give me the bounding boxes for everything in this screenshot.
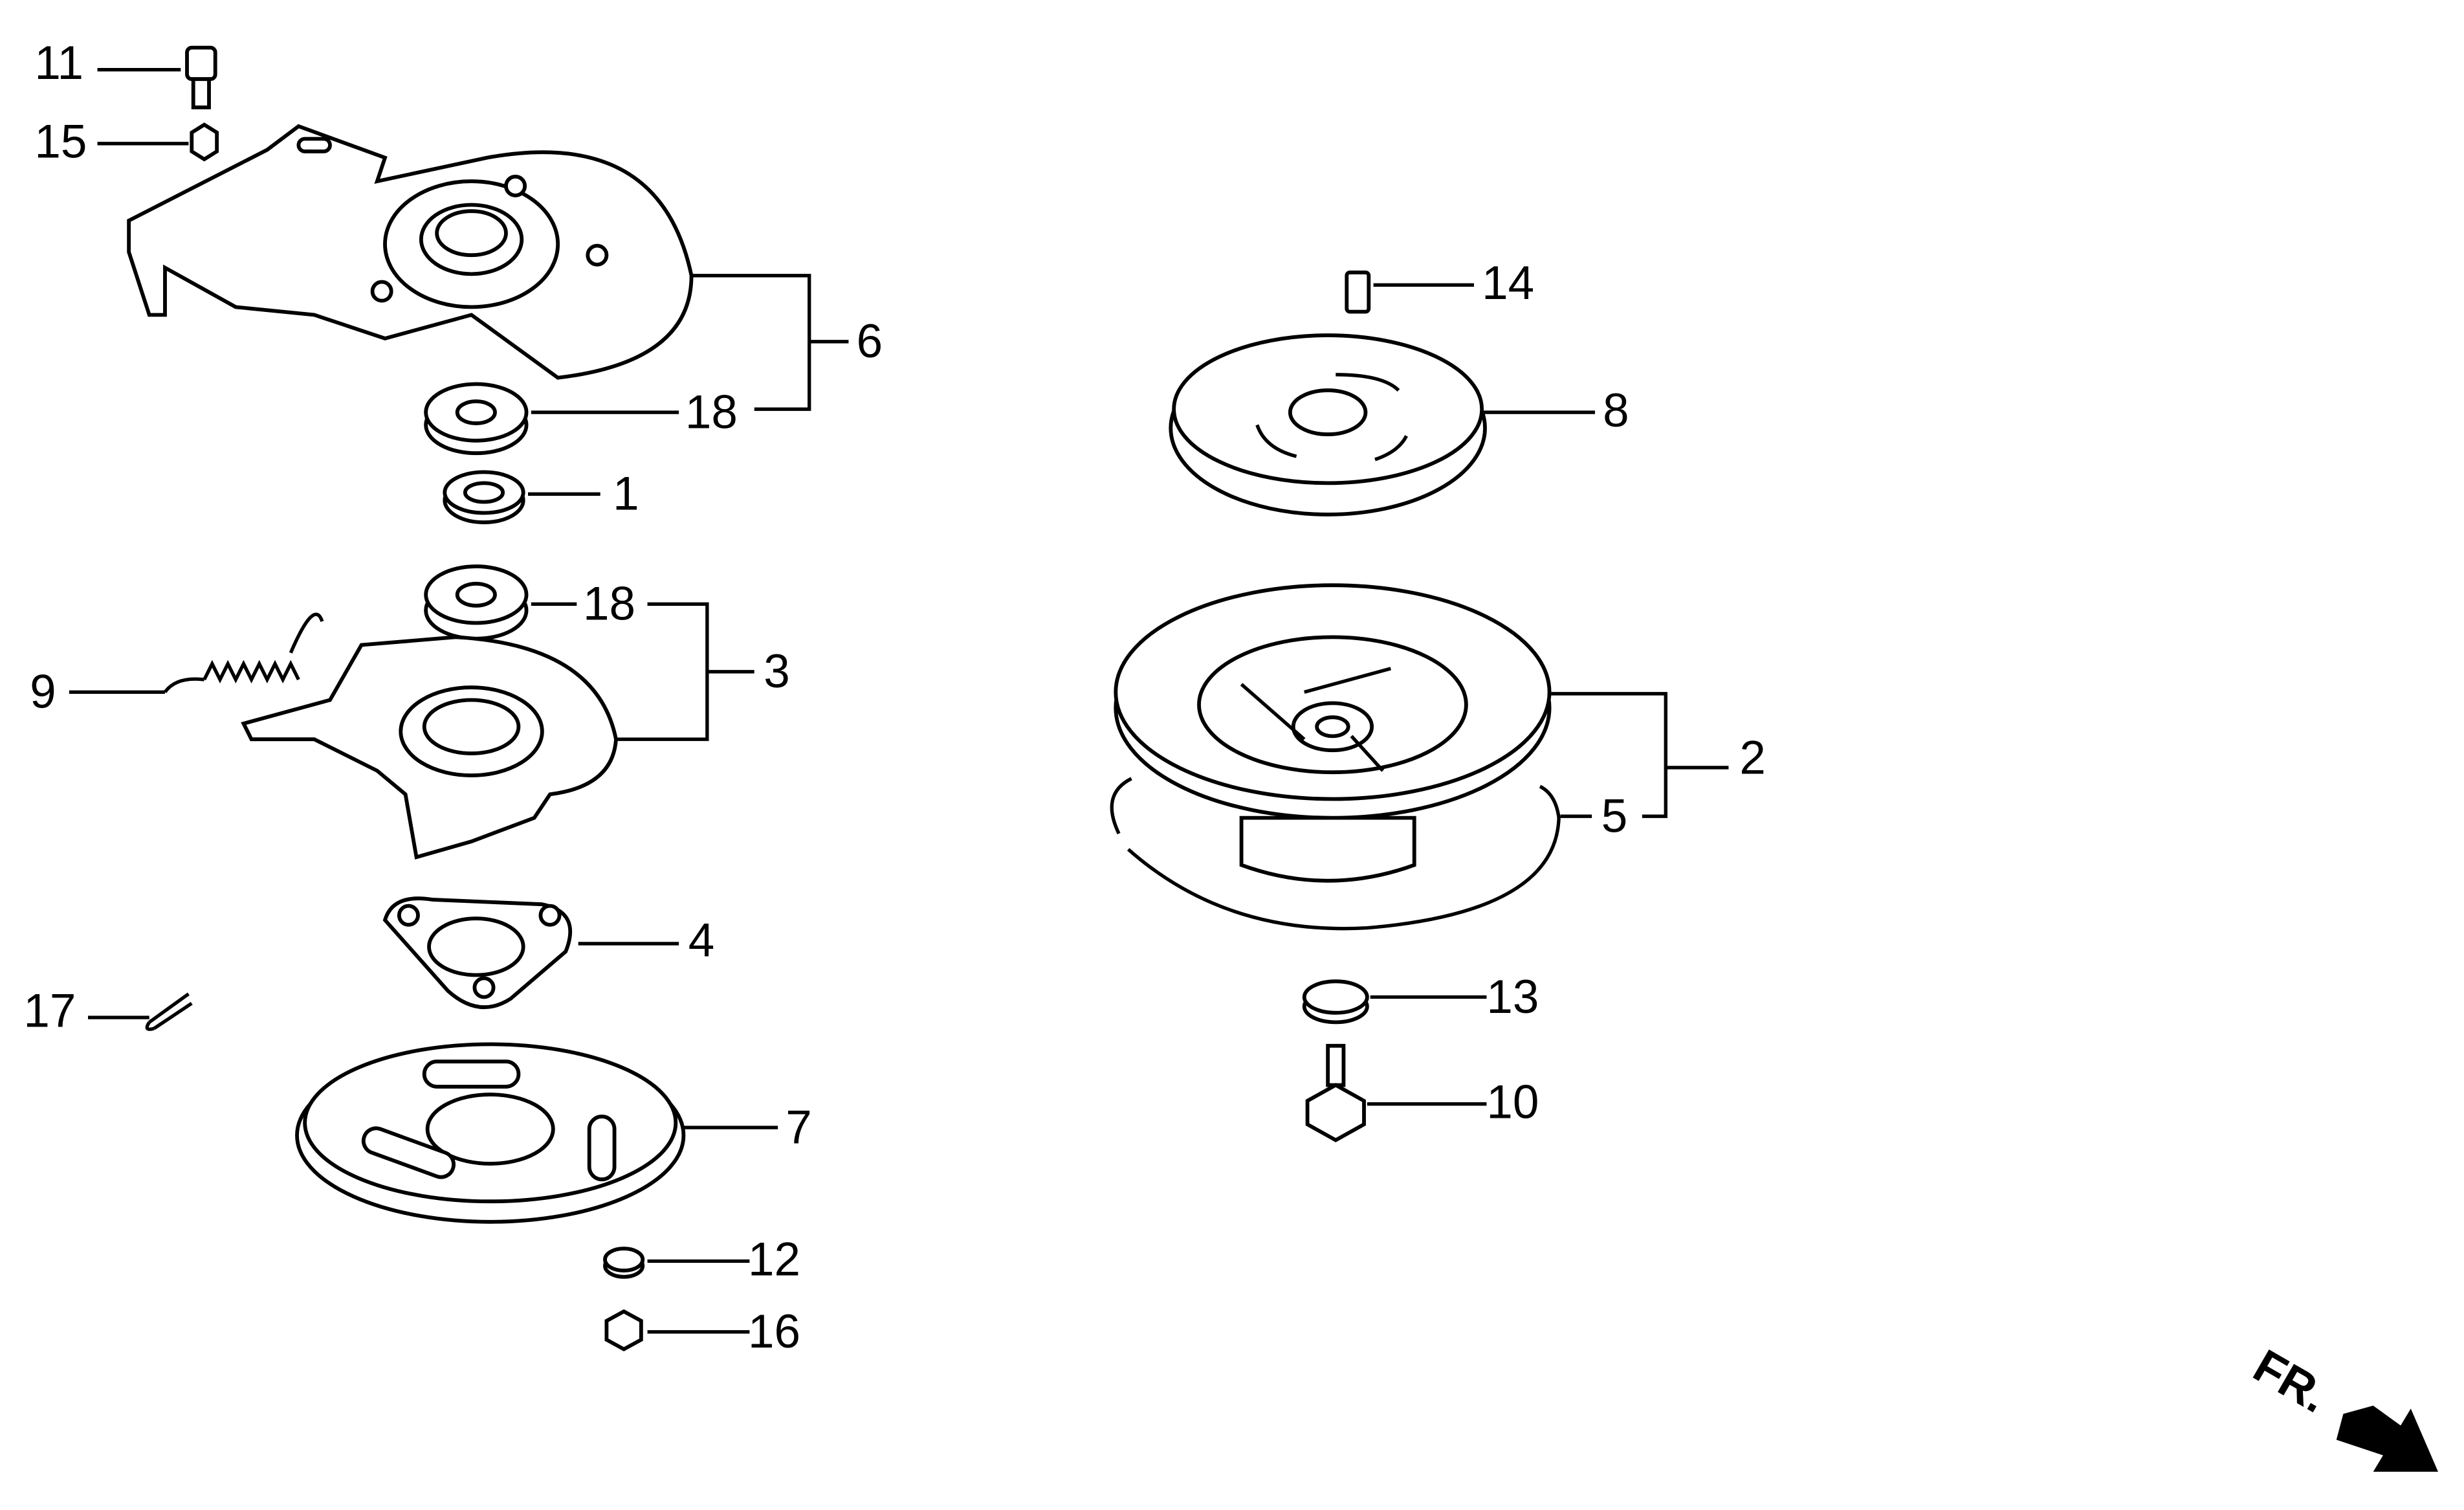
arrow-down-right-icon: [2336, 1405, 2438, 1472]
callout-7: 7: [786, 1101, 812, 1153]
callout-8: 8: [1603, 384, 1629, 437]
part-5-ring: [1110, 777, 1561, 931]
part-13-washer: [1302, 979, 1369, 1025]
front-label: FR.: [2245, 1340, 2337, 1423]
part-9-spring: [163, 612, 324, 693]
callout-17: 17: [23, 985, 76, 1038]
part-2-pulley: [1114, 583, 1552, 883]
leader-lines: [69, 67, 1729, 1334]
part-8-pulley-cover: [1169, 333, 1487, 516]
callout-10: 10: [1486, 1076, 1539, 1129]
callout-18-lower: 18: [583, 578, 635, 630]
callout-1: 1: [613, 468, 639, 520]
part-10-bolt: [1305, 1043, 1366, 1142]
part-4-plate: [382, 896, 573, 1009]
callout-3: 3: [764, 645, 790, 698]
front-direction-marker: FR.: [2245, 1340, 2438, 1472]
part-3-plate-assembly: [241, 635, 618, 860]
part-11-bolt: [185, 45, 217, 109]
callout-6: 6: [857, 315, 883, 368]
part-6-housing: [127, 124, 694, 380]
callout-16: 16: [748, 1305, 800, 1358]
callout-11: 11: [34, 37, 83, 89]
callout-5: 5: [1601, 790, 1628, 843]
callout-15: 15: [34, 116, 87, 168]
callout-18-upper: 18: [685, 386, 738, 438]
part-15-nut: [190, 122, 219, 162]
callout-13: 13: [1486, 971, 1539, 1023]
part-16-nut: [604, 1309, 643, 1351]
callout-14: 14: [1482, 257, 1534, 309]
part-14-key: [1345, 271, 1371, 314]
callout-4: 4: [688, 914, 715, 966]
part-1-oil-seal: [443, 470, 525, 524]
part-12-washer: [603, 1247, 645, 1279]
callout-9: 9: [30, 666, 56, 718]
part-18-bearing-lower: [424, 564, 529, 641]
callout-12: 12: [748, 1233, 800, 1285]
part-18-bearing-upper: [424, 382, 529, 456]
callout-2: 2: [1739, 732, 1766, 784]
part-17-cotter-pin: [145, 992, 193, 1031]
part-7-pawl-plate: [295, 1042, 686, 1224]
